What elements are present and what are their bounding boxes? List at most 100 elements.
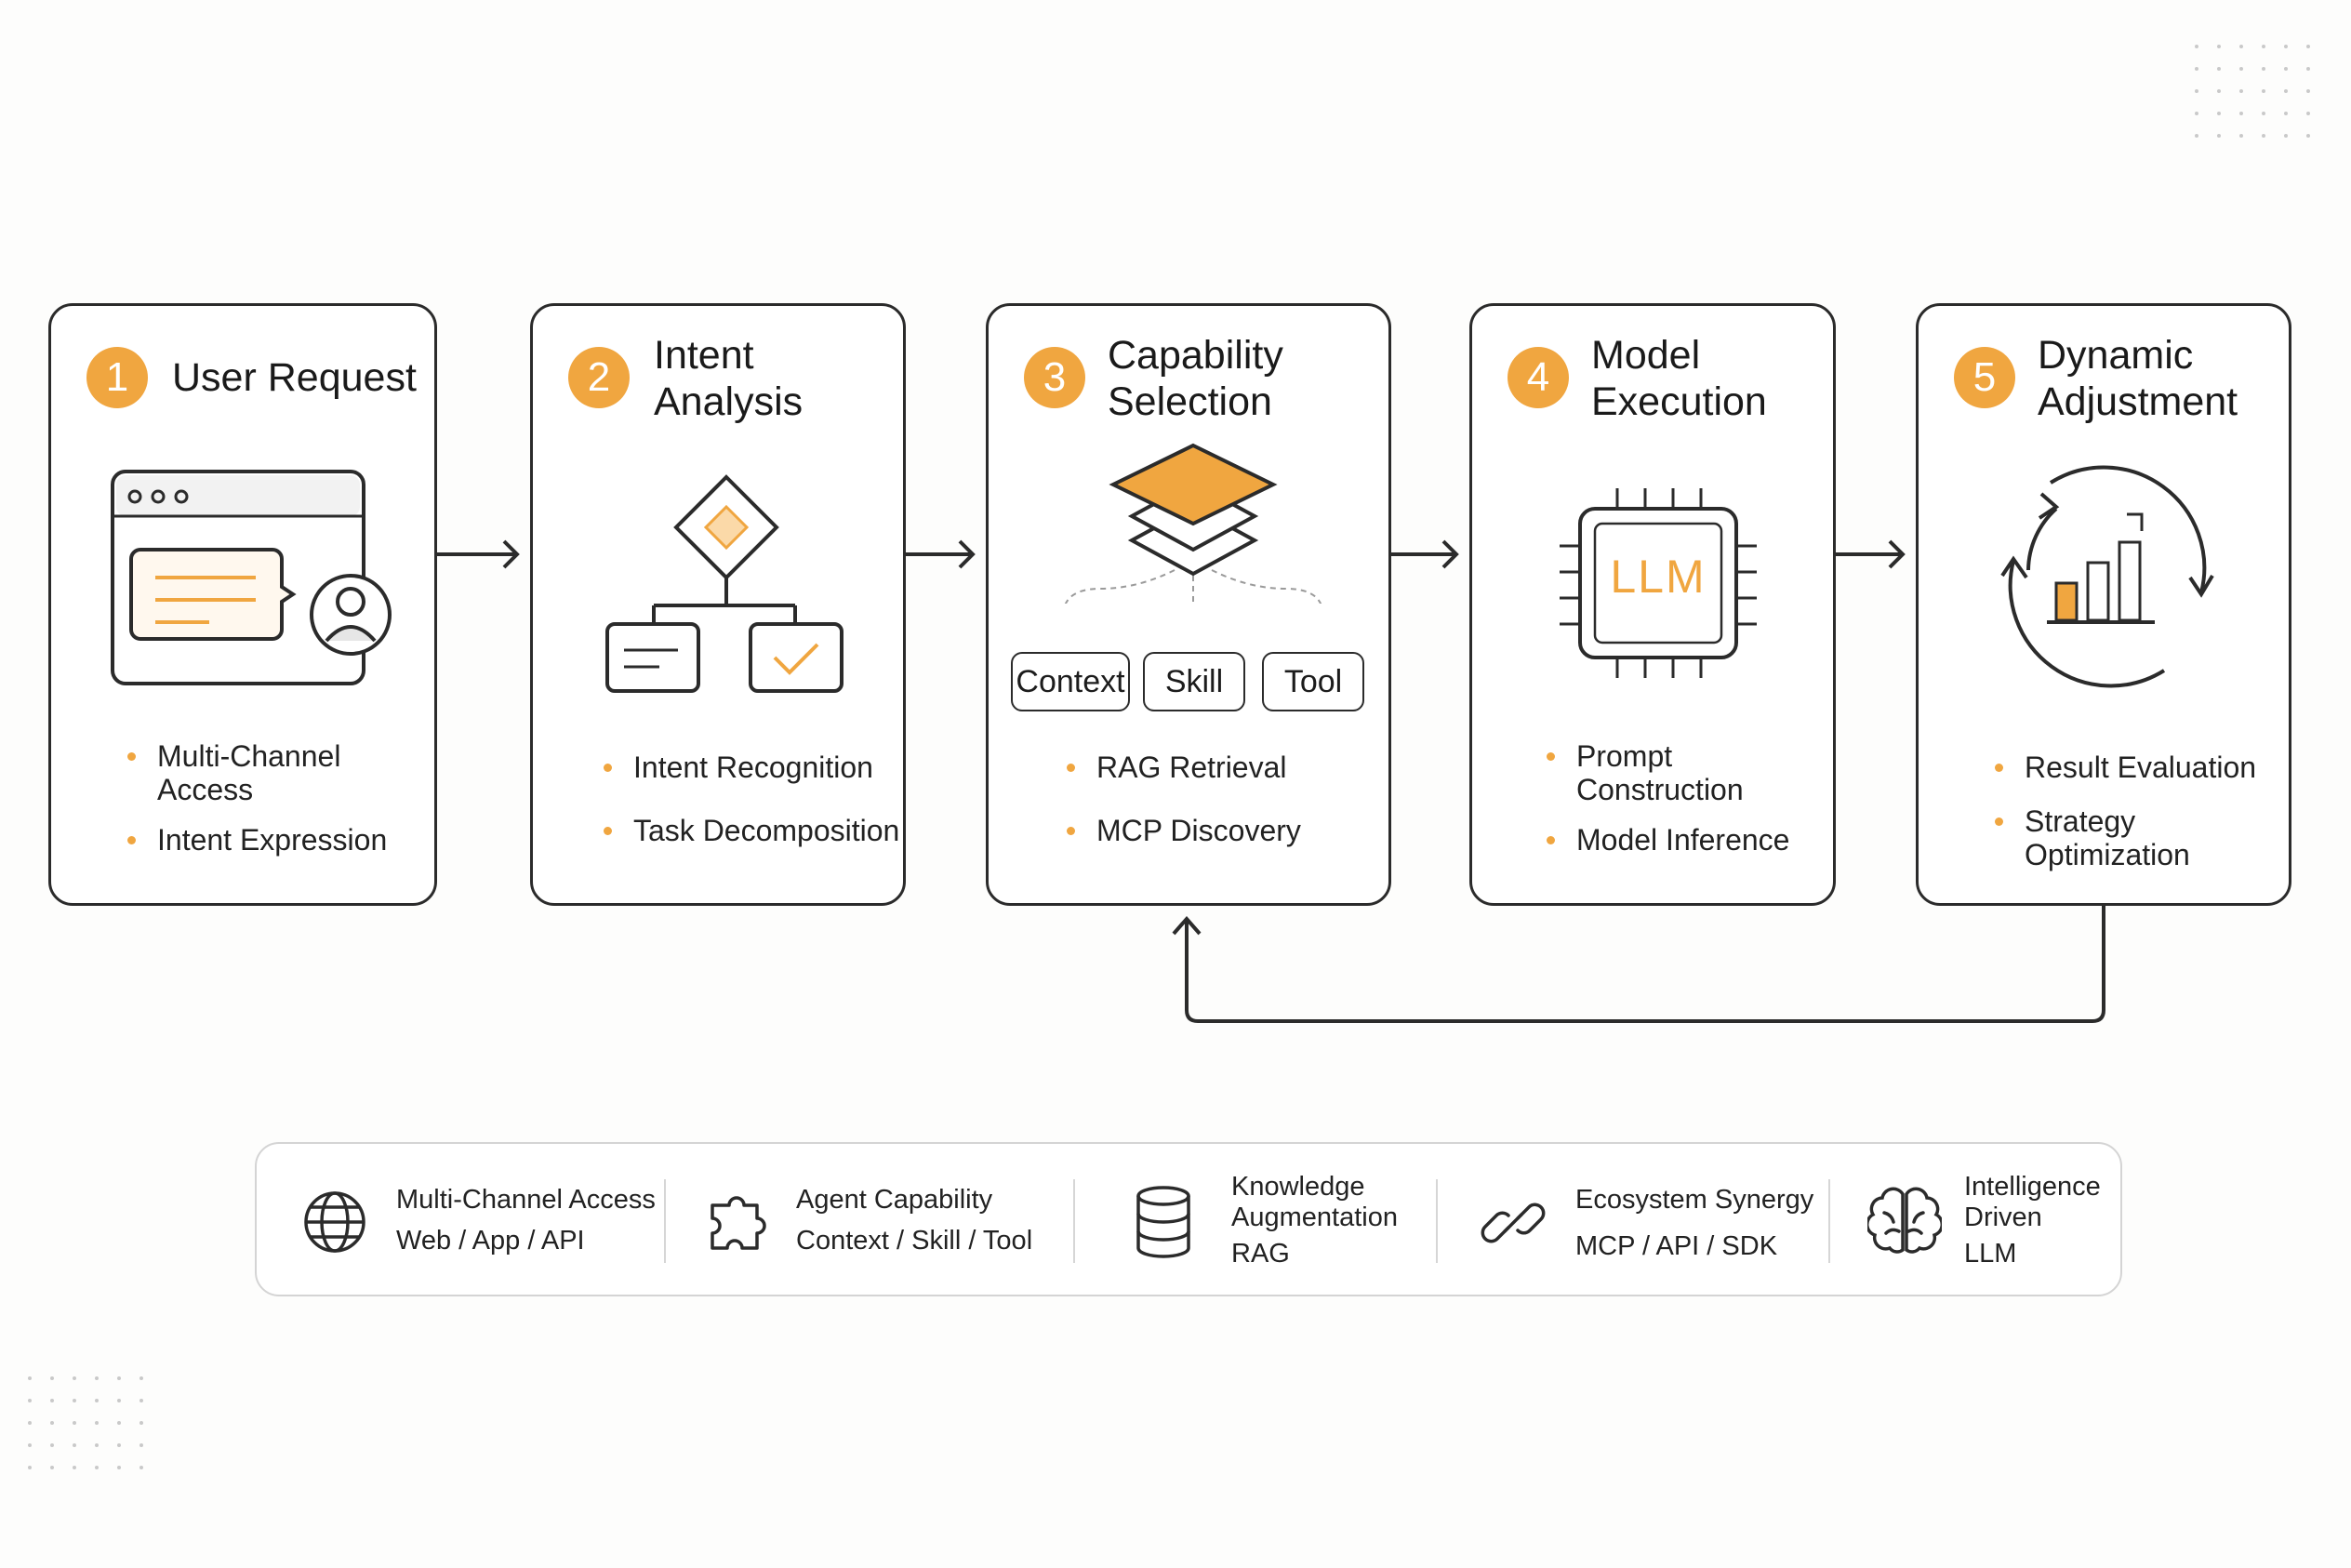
bullet-item: Strategy Optimization xyxy=(1995,804,2256,871)
decorative-dot xyxy=(117,1466,121,1469)
decorative-dot xyxy=(139,1443,143,1447)
stage-title: Intent Analysis xyxy=(654,333,804,424)
decorative-dot xyxy=(2195,112,2198,115)
decorative-dot xyxy=(73,1443,76,1447)
decorative-dot xyxy=(95,1399,99,1402)
bullet-item: Result Evaluation xyxy=(1995,751,2256,784)
decorative-dot xyxy=(2217,134,2221,138)
decorative-dot xyxy=(95,1466,99,1469)
footer-item-title: Multi-Channel Access xyxy=(396,1185,656,1215)
stage-bullets: Multi-Channel Access Intent Expression xyxy=(127,739,387,857)
decorative-dot xyxy=(2217,45,2221,48)
footer-item-title: Knowledge Augmentation xyxy=(1231,1172,1398,1232)
bullet-item: Multi-Channel Access xyxy=(127,739,387,806)
stage-title: Capability Selection xyxy=(1108,333,1283,424)
footer-item-subtitle: RAG xyxy=(1231,1239,1290,1269)
footer-divider xyxy=(664,1179,666,1263)
decorative-dot xyxy=(2239,67,2243,71)
step-number-badge: 5 xyxy=(1954,347,2015,408)
footer-item-title: Intelligence Driven xyxy=(1964,1172,2101,1232)
decorative-dot xyxy=(2239,112,2243,115)
decorative-dot xyxy=(50,1443,54,1447)
step-number-badge: 3 xyxy=(1024,347,1085,408)
decorative-dot xyxy=(2306,45,2310,48)
chip-context: Context xyxy=(1011,652,1130,711)
step-number-badge: 1 xyxy=(86,347,148,408)
puzzle-icon xyxy=(711,1196,766,1250)
capabilities-footer-bar: Multi-Channel Access Web / App / API Age… xyxy=(255,1142,2122,1296)
decision-flow-icon xyxy=(605,474,843,693)
chip-skill: Skill xyxy=(1143,652,1245,711)
decorative-dot xyxy=(2195,67,2198,71)
decorative-dot xyxy=(28,1399,32,1402)
database-icon xyxy=(1136,1186,1190,1258)
decorative-dot xyxy=(50,1376,54,1380)
stage-capability-selection: 3 Capability Selection Context Skill Too… xyxy=(986,303,1391,906)
decorative-dot xyxy=(2262,89,2265,93)
decorative-dot xyxy=(2262,67,2265,71)
decorative-dot xyxy=(2217,89,2221,93)
footer-divider xyxy=(1828,1179,1830,1263)
decorative-dot xyxy=(2306,134,2310,138)
bullet-item: RAG Retrieval xyxy=(1067,751,1301,784)
footer-item-subtitle: MCP / API / SDK xyxy=(1575,1231,1778,1261)
link-icon xyxy=(1481,1203,1546,1243)
stage-bullets: RAG Retrieval MCP Discovery xyxy=(1067,751,1301,847)
globe-icon xyxy=(304,1191,365,1253)
decorative-dot xyxy=(73,1466,76,1469)
footer-item-subtitle: Context / Skill / Tool xyxy=(796,1226,1033,1256)
decorative-dot xyxy=(2262,45,2265,48)
chip-tool: Tool xyxy=(1262,652,1364,711)
footer-divider xyxy=(1073,1179,1075,1263)
stage-bullets: Result Evaluation Strategy Optimization xyxy=(1995,751,2256,871)
llm-chip-icon xyxy=(1560,488,1757,678)
decorative-dot xyxy=(2284,89,2288,93)
bullet-item: Model Inference xyxy=(1547,823,1789,857)
footer-item-title: Agent Capability xyxy=(796,1185,993,1215)
decorative-dot xyxy=(73,1421,76,1425)
footer-item-subtitle: LLM xyxy=(1964,1239,2017,1269)
decorative-dot xyxy=(117,1376,121,1380)
decorative-dot xyxy=(2195,89,2198,93)
decorative-dot-grid-top-right xyxy=(2195,45,2325,147)
decorative-dot xyxy=(28,1466,32,1469)
decorative-dot xyxy=(28,1376,32,1380)
decorative-dot xyxy=(95,1443,99,1447)
stage-dynamic-adjustment: 5 Dynamic Adjustment Result Evaluation S… xyxy=(1916,303,2291,906)
decorative-dot xyxy=(2306,112,2310,115)
bullet-item: MCP Discovery xyxy=(1067,814,1301,847)
bullet-item: Task Decomposition xyxy=(604,814,899,847)
decorative-dot xyxy=(117,1399,121,1402)
decorative-dot xyxy=(2284,45,2288,48)
stage-user-request: 1 User Request Multi-Channel Access Inte… xyxy=(48,303,437,906)
decorative-dot xyxy=(95,1421,99,1425)
decorative-dot xyxy=(2284,112,2288,115)
decorative-dot xyxy=(50,1466,54,1469)
decorative-dot xyxy=(139,1399,143,1402)
decorative-dot xyxy=(139,1421,143,1425)
decorative-dot xyxy=(2217,67,2221,71)
decorative-dot xyxy=(28,1421,32,1425)
stage-bullets: Intent Recognition Task Decomposition xyxy=(604,751,899,847)
stage-title: Model Execution xyxy=(1591,333,1767,424)
llm-label: LLM xyxy=(1610,551,1707,603)
decorative-dot xyxy=(2239,45,2243,48)
footer-item-title: Ecosystem Synergy xyxy=(1575,1185,1814,1215)
brain-icon xyxy=(1867,1187,1942,1254)
decorative-dot xyxy=(28,1443,32,1447)
stage-bullets: Prompt Construction Model Inference xyxy=(1547,739,1789,857)
bullet-item: Intent Expression xyxy=(127,823,387,857)
decorative-dot xyxy=(139,1466,143,1469)
decorative-dot-grid-bottom-left xyxy=(28,1376,158,1497)
decorative-dot xyxy=(2306,89,2310,93)
decorative-dot xyxy=(2284,134,2288,138)
decorative-dot xyxy=(2262,134,2265,138)
decorative-dot xyxy=(139,1376,143,1380)
stage-title: User Request xyxy=(172,355,417,400)
bullet-item: Intent Recognition xyxy=(604,751,899,784)
stage-model-execution: 4 Model Execution LLM Prompt Constructio… xyxy=(1469,303,1836,906)
stage-intent-analysis: 2 Intent Analysis Intent Recognition Tas… xyxy=(530,303,906,906)
decorative-dot xyxy=(50,1399,54,1402)
decorative-dot xyxy=(2284,67,2288,71)
